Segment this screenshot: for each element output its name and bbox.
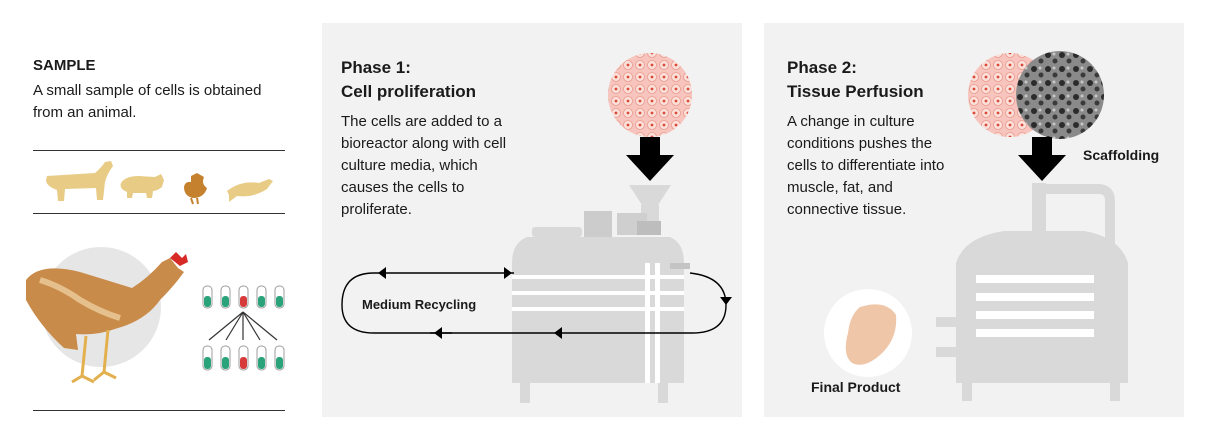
cow-icon [46, 161, 113, 201]
phase2-text-line2: conditions pushes the [787, 135, 933, 152]
phase2-text-line1: A change in culture [787, 113, 915, 130]
phase1-panel: Phase 1: Cell proliferation The cells ar… [322, 23, 742, 417]
phase1-text-line5: proliferate. [341, 201, 412, 218]
split-arrows [208, 311, 278, 341]
chicken-illustration [26, 247, 188, 384]
phase1-text-line4: causes the cells to [341, 179, 465, 196]
phase2-panel: Phase 2: Tissue Perfusion A change in cu… [764, 23, 1184, 417]
phase1-illustration [341, 53, 732, 403]
sample-text-line2: from an animal. [33, 104, 137, 121]
phase1-title-line2: Cell proliferation [341, 82, 477, 101]
phase2-text-line3: cells to differentiate into [787, 157, 945, 174]
perfusion-tank [936, 183, 1128, 401]
medium-recycling-loop [341, 272, 727, 334]
scaffold-circle [1016, 51, 1104, 139]
phase1-text-line1: The cells are added to a [341, 113, 502, 130]
chicken-breast-icon [845, 304, 897, 365]
scaffolding-label: Scaffolding [1083, 147, 1160, 163]
phase1-title-line1: Phase 1: [341, 58, 411, 77]
sample-text-line1: A small sample of cells is obtained [33, 82, 262, 99]
comb-icon [170, 252, 188, 266]
phase1-text-line2: bioreactor along with cell [341, 135, 507, 152]
tubes-bottom-row [202, 345, 285, 371]
sample-heading: SAMPLE [33, 57, 96, 74]
fish-icon [227, 179, 273, 202]
divider-middle [33, 213, 285, 214]
test-tubes [202, 285, 285, 371]
cell-culture-circle [608, 53, 692, 137]
divider-bottom [33, 410, 285, 411]
down-arrow-icon [1018, 137, 1066, 181]
tubes-top-row [202, 285, 285, 309]
chicken-icon [26, 258, 184, 350]
phase2-text-line4: muscle, fat, and [787, 179, 893, 196]
hen-icon [184, 173, 207, 205]
phase2-title-line1: Phase 2: [787, 58, 857, 77]
final-product-label: Final Product [811, 379, 901, 395]
phase1-text-line3: culture media, which [341, 157, 478, 174]
phase2-title-line2: Tissue Perfusion [787, 82, 924, 101]
loop-arrow-icon-1 [378, 267, 386, 279]
animals-row [46, 161, 273, 205]
phase2-text-line5: connective tissue. [787, 201, 907, 218]
down-arrow-icon [626, 137, 674, 181]
loop-arrow-icon-2 [504, 267, 512, 279]
medium-recycling-label: Medium Recycling [362, 297, 477, 312]
bioreactor-machine [512, 185, 690, 403]
phase2-illustration [824, 51, 1128, 401]
loop-arrow-icon-4 [554, 327, 562, 339]
loop-arrow-icon-3 [720, 297, 732, 305]
divider-top [33, 150, 285, 151]
loop-arrow-icon-5 [434, 327, 442, 339]
pig-icon [120, 174, 164, 198]
